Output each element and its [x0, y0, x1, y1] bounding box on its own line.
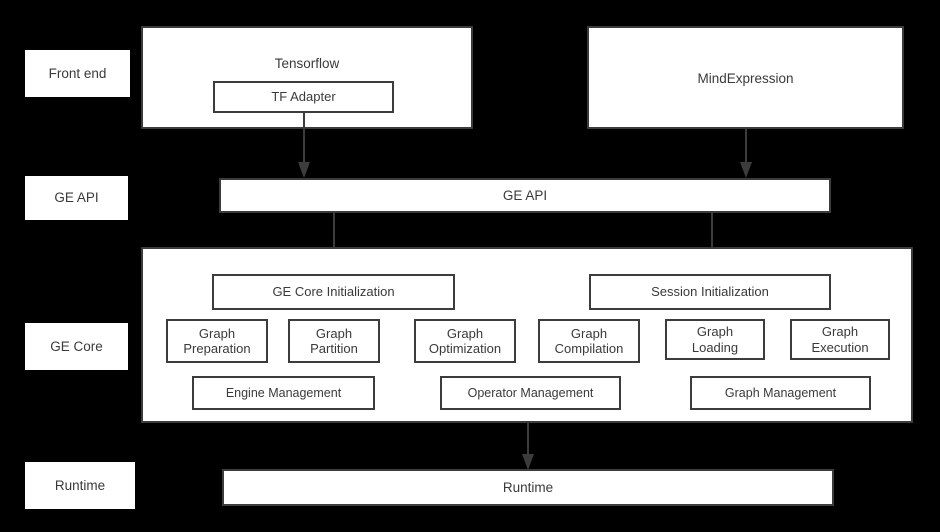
- graph-optimization-box[interactable]: Graph Optimization: [414, 319, 516, 363]
- arrow-ge-core-to-runtime: [522, 423, 534, 470]
- frontend-mindexpression-container: MindExpression: [587, 26, 904, 129]
- arrow-tf-adapter-to-ge-api: [298, 112, 310, 178]
- tensorflow-label: Tensorflow: [274, 56, 340, 71]
- tier-label-ge-core: GE Core: [25, 323, 128, 370]
- session-initialization-box[interactable]: Session Initialization: [589, 274, 831, 310]
- arrow-mindexpression-to-ge-api: [740, 129, 752, 178]
- tf-adapter-box[interactable]: TF Adapter: [213, 81, 394, 113]
- tier-label-front-end: Front end: [25, 50, 130, 97]
- graph-execution-box[interactable]: Graph Execution: [790, 319, 890, 360]
- graph-compilation-box[interactable]: Graph Compilation: [538, 319, 640, 363]
- ge-core-initialization-box[interactable]: GE Core Initialization: [212, 274, 455, 310]
- graph-preparation-box[interactable]: Graph Preparation: [166, 319, 268, 363]
- graph-loading-box[interactable]: Graph Loading: [665, 319, 765, 360]
- graph-management-box[interactable]: Graph Management: [690, 376, 871, 410]
- operator-management-box[interactable]: Operator Management: [440, 376, 621, 410]
- runtime-bar[interactable]: Runtime: [222, 469, 834, 506]
- mindexpression-label: MindExpression: [697, 71, 794, 86]
- graph-partition-box[interactable]: Graph Partition: [288, 319, 380, 363]
- ge-api-bar[interactable]: GE API: [219, 178, 831, 213]
- tier-label-runtime: Runtime: [25, 462, 135, 509]
- tier-label-ge-api: GE API: [25, 176, 128, 220]
- engine-management-box[interactable]: Engine Management: [192, 376, 375, 410]
